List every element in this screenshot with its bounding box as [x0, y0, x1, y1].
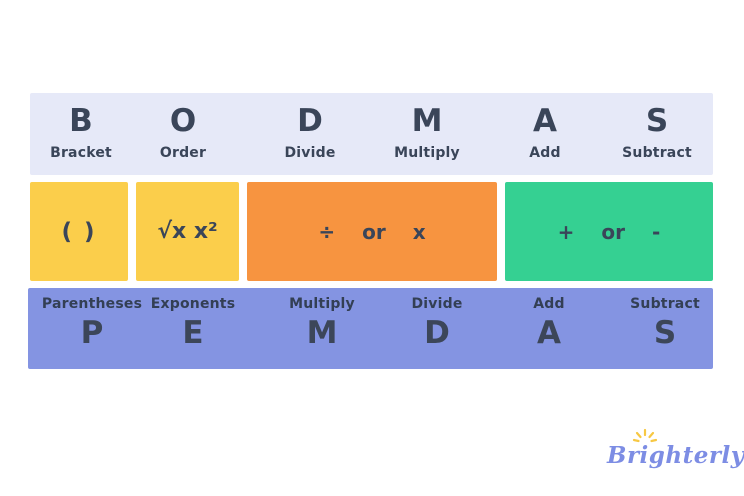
bodmas-letter: D: [297, 103, 323, 139]
bodmas-letter: S: [645, 103, 669, 139]
bodmas-item-order: O Order: [159, 103, 207, 162]
bodmas-label: Bracket: [50, 145, 112, 161]
pemdas-letter: P: [80, 315, 104, 351]
bodmas-label: Order: [159, 145, 207, 161]
or-text: or: [601, 219, 626, 244]
minus-symbol: -: [652, 219, 661, 244]
pemdas-label: Parentheses: [41, 296, 143, 312]
pemdas-label: Divide: [411, 296, 463, 312]
bodmas-item-subtract: S Subtract: [622, 103, 692, 162]
or-text: or: [362, 219, 386, 244]
pemdas-letter: S: [653, 315, 677, 351]
pemdas-label: Multiply: [289, 296, 355, 312]
brighterly-logo-text: Brighterly: [607, 442, 744, 469]
divide-symbol: ÷: [318, 219, 336, 244]
pemdas-item-subtract: Subtract S: [630, 296, 700, 349]
pemdas-item-divide: Divide D: [411, 296, 462, 349]
parentheses-symbol: ( ): [61, 218, 97, 245]
exponents-symbol: √x x²: [157, 219, 218, 244]
bodmas-label: Add: [529, 145, 561, 161]
pemdas-label: Add: [533, 296, 565, 312]
pemdas-item-parentheses: Parentheses P: [42, 296, 142, 349]
divide-multiply-symbol-box: ÷ or x: [247, 182, 497, 281]
bodmas-item-multiply: M Multiply: [394, 103, 460, 162]
pemdas-band: Parentheses P Exponents E Multiply M Div…: [28, 288, 713, 369]
bodmas-letter: O: [169, 103, 197, 139]
parentheses-symbol-box: ( ): [30, 182, 128, 281]
pemdas-letter: D: [424, 315, 450, 351]
pemdas-item-exponents: Exponents E: [151, 296, 236, 349]
bodmas-letter: B: [69, 103, 93, 139]
bodmas-band: B Bracket O Order D Divide M Multiply A …: [30, 93, 713, 175]
pemdas-letter: A: [536, 315, 561, 351]
pemdas-item-add: Add A: [533, 296, 564, 349]
pemdas-letter: E: [182, 315, 204, 351]
bodmas-label: Divide: [284, 145, 336, 161]
add-subtract-symbol-box: + or -: [505, 182, 713, 281]
exponents-symbol-box: √x x²: [136, 182, 239, 281]
plus-symbol: +: [557, 219, 575, 244]
bodmas-label: Subtract: [622, 145, 692, 161]
bodmas-letter: M: [411, 103, 443, 139]
pemdas-letter: M: [306, 315, 338, 351]
sun-icon: [632, 428, 658, 443]
bodmas-item-bracket: B Bracket: [50, 103, 112, 162]
bodmas-letter: A: [532, 103, 557, 139]
pemdas-item-multiply: Multiply M: [289, 296, 355, 349]
bodmas-item-divide: D Divide: [284, 103, 336, 162]
bodmas-label: Multiply: [394, 145, 460, 161]
bodmas-item-add: A Add: [529, 103, 561, 162]
brighterly-logo: Brighterly: [607, 428, 744, 480]
pemdas-label: Subtract: [630, 296, 700, 312]
multiply-symbol: x: [412, 219, 426, 244]
pemdas-label: Exponents: [150, 296, 236, 312]
